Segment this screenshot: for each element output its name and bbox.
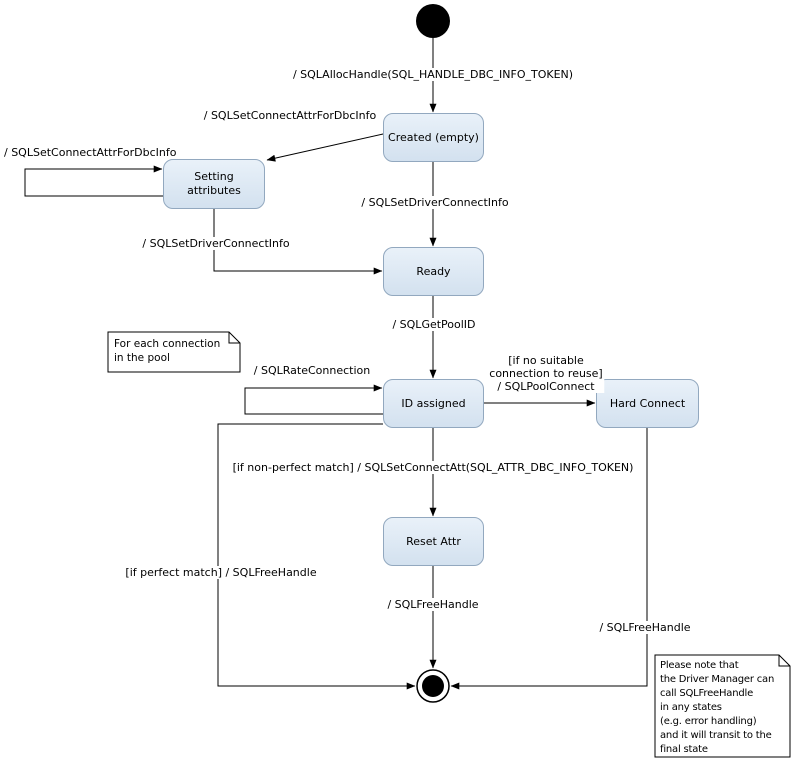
transition-label-pool-connect: [if no suitable connection to reuse] / S… [487, 354, 605, 393]
pool-note: For each connection in the pool [114, 337, 220, 365]
guard-line: [if no suitable [508, 354, 584, 367]
note-line: final state [660, 744, 708, 755]
note-line: and it will transit to the [660, 730, 772, 741]
note-line: in the pool [114, 352, 170, 364]
state-label: Hard Connect [609, 396, 686, 410]
transition-label-alloc-handle: / SQLAllocHandle(SQL_HANDLE_DBC_INFO_TOK… [290, 68, 576, 81]
state-label: Ready [416, 264, 451, 278]
transition-label-set-connect-attr-loop: / SQLSetConnectAttrForDbcInfo [2, 146, 179, 159]
state-label: ID assigned [401, 396, 466, 410]
state-label: Reset Attr [406, 534, 461, 548]
final-state-core [422, 675, 444, 697]
state-ready: Ready [383, 247, 484, 296]
arrow-id-self-loop [244, 384, 383, 415]
note-line: For each connection [114, 338, 221, 350]
free-handle-note-fold [778, 655, 790, 667]
arrow-id-to-final-perfect-match [217, 423, 416, 690]
free-handle-note-shape [654, 654, 791, 758]
transition-label-free-handle-center: / SQLFreeHandle [385, 598, 481, 611]
transition-label-non-perfect-match: [if non-perfect match] / SQLSetConnectAt… [230, 461, 636, 474]
state-hard-connect: Hard Connect [596, 379, 699, 428]
free-handle-note: Please note that the Driver Manager can … [660, 659, 774, 757]
initial-state [416, 4, 450, 38]
state-reset-attr: Reset Attr [383, 517, 484, 566]
note-line: call SQLFreeHandle [660, 688, 754, 699]
transition-label-free-handle-right: / SQLFreeHandle [597, 621, 693, 634]
transition-label-rate-connection: / SQLRateConnection [251, 364, 373, 377]
state-id-assigned: ID assigned [383, 379, 484, 428]
state-label: attributes [187, 184, 241, 197]
pool-note-shape [107, 331, 241, 373]
arrow-setting-self-loop [24, 165, 163, 197]
note-line: the Driver Manager can [660, 674, 775, 685]
arrow-created-to-setting [266, 133, 384, 162]
note-line: Please note that [660, 660, 739, 671]
pool-note-fold [228, 332, 240, 344]
transition-label-perfect-match: [if perfect match] / SQLFreeHandle [123, 566, 319, 579]
state-label: Created (empty) [388, 130, 479, 144]
transition-label-set-driver-connect: / SQLSetDriverConnectInfo [359, 196, 511, 209]
guard-line: connection to reuse] [489, 367, 603, 380]
state-setting-attributes: Setting attributes [163, 159, 265, 209]
arrow-hard-connect-to-final [450, 428, 648, 690]
note-line: in any states [660, 702, 722, 713]
transition-label-get-pool-id: / SQLGetPoolID [390, 318, 478, 331]
note-line: (e.g. error handling) [660, 716, 757, 727]
transition-label-set-driver-connect-left: / SQLSetDriverConnectInfo [140, 237, 292, 250]
state-created-empty: Created (empty) [383, 113, 484, 162]
state-label: Setting [194, 170, 234, 183]
arrow-setting-to-ready [213, 209, 383, 275]
transition-label-set-connect-attr: / SQLSetConnectAttrForDbcInfo [201, 109, 379, 122]
event-line: / SQLPoolConnect [497, 380, 595, 393]
